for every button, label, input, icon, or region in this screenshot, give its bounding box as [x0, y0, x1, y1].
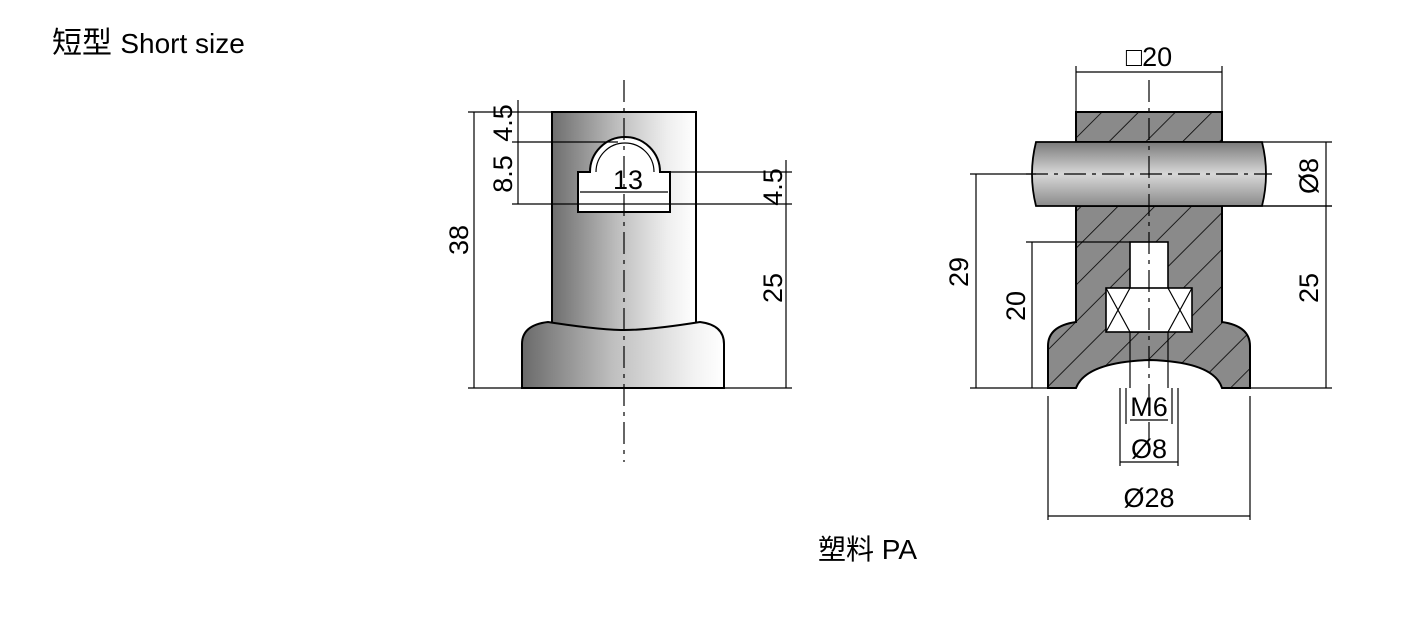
- dim-25-section: 25: [1294, 273, 1324, 303]
- front-slot-inner-arc: [595, 142, 655, 173]
- drawing-title: 短型 Short size: [52, 26, 245, 62]
- nut-cross-lines: [1105, 287, 1193, 333]
- dim-25-front: 25: [758, 273, 788, 303]
- front-body-flange: [521, 320, 725, 389]
- dim-phi8-pin: Ø8: [1294, 158, 1324, 194]
- dim-29: 29: [944, 257, 974, 287]
- dim-8-5: 8.5: [488, 155, 518, 193]
- front-view: 38 4.5 8.5 13 4.5 25: [444, 80, 792, 462]
- title-chinese: 短型: [52, 27, 112, 60]
- material-label: 塑料 PA: [818, 534, 918, 565]
- dim-phi28: Ø28: [1123, 483, 1174, 513]
- dim-38: 38: [444, 225, 474, 255]
- dim-sq20: □20: [1126, 42, 1172, 72]
- dim-13: 13: [613, 165, 643, 195]
- dim-4-5-top: 4.5: [488, 104, 518, 142]
- section-view: □20 Ø8 29 20 25 M6 Ø8 Ø28: [944, 42, 1332, 520]
- title-english: Short size: [120, 28, 245, 59]
- dim-20: 20: [1001, 291, 1031, 321]
- dim-m6: M6: [1130, 392, 1168, 422]
- dim-phi8-bore: Ø8: [1131, 434, 1167, 464]
- dim-4-5-right: 4.5: [758, 168, 788, 206]
